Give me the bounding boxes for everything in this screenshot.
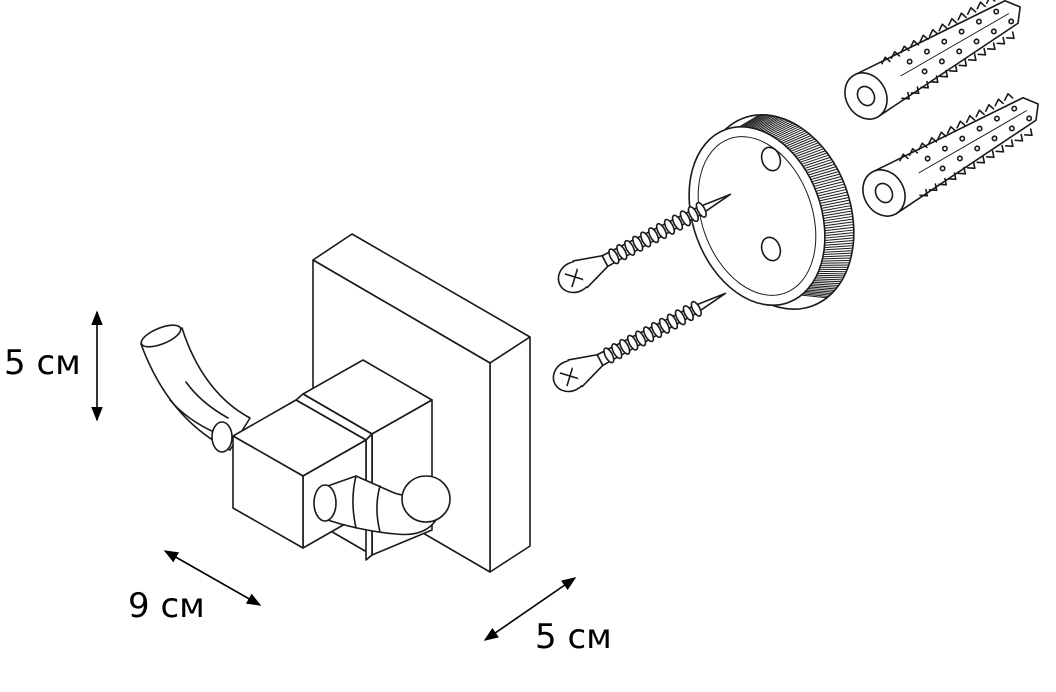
wall-plug-bottom — [862, 92, 1039, 217]
hook-arm-back — [140, 324, 251, 453]
mounting-disc — [688, 114, 855, 310]
screw-bottom — [552, 292, 727, 393]
hook-arm-front — [313, 475, 451, 536]
screw-top — [557, 193, 732, 294]
width-label: 9 см — [128, 586, 205, 626]
wall-plug-top — [844, 0, 1021, 120]
depth-label: 5 см — [535, 617, 612, 657]
height-label: 5 см — [4, 343, 81, 383]
depth-dimension: 5 см — [483, 577, 612, 657]
width-arrow — [163, 550, 262, 606]
height-dimension: 5 см — [4, 310, 103, 422]
depth-arrow — [483, 577, 577, 641]
width-dimension: 9 см — [128, 550, 262, 626]
